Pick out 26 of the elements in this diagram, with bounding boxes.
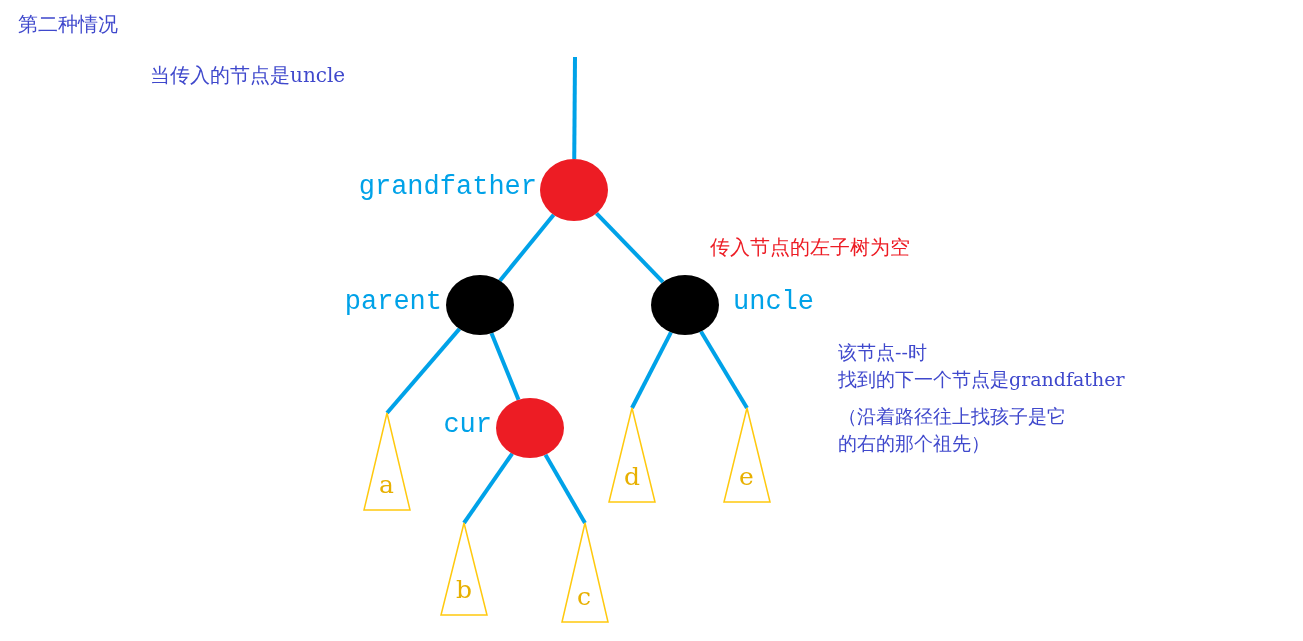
tree-node	[540, 159, 608, 221]
annotation: 该节点--时	[838, 342, 927, 364]
tree-edge	[462, 452, 514, 525]
tree-edge	[572, 57, 577, 160]
tree-edge	[498, 213, 556, 282]
annotation: 传入节点的左子树为空	[710, 236, 910, 259]
tree-edge	[699, 330, 749, 410]
tree-edge	[595, 211, 665, 284]
node-label: grandfather	[358, 172, 537, 204]
tree-node	[651, 275, 719, 335]
subtree-triangle: d	[608, 407, 656, 503]
annotation: （沿着路径往上找孩子是它的右的那个祖先）	[838, 404, 1067, 456]
tree-edge	[385, 327, 461, 415]
subtree-triangle: b	[440, 522, 488, 616]
tree-edge	[630, 331, 673, 409]
subtree-triangle: a	[363, 412, 411, 511]
node-label: cur	[443, 410, 492, 442]
title: 第二种情况	[18, 13, 118, 36]
node-label: parent	[344, 287, 442, 319]
tree-edge	[543, 453, 587, 524]
tree-edge	[489, 332, 521, 401]
node-label: uncle	[733, 287, 814, 319]
subtree-triangle: e	[723, 407, 771, 503]
annotation: 找到的下一个节点是grandfather	[838, 369, 1125, 391]
subtree-triangle: c	[561, 522, 609, 623]
annotation: 当传入的节点是uncle	[150, 64, 346, 87]
